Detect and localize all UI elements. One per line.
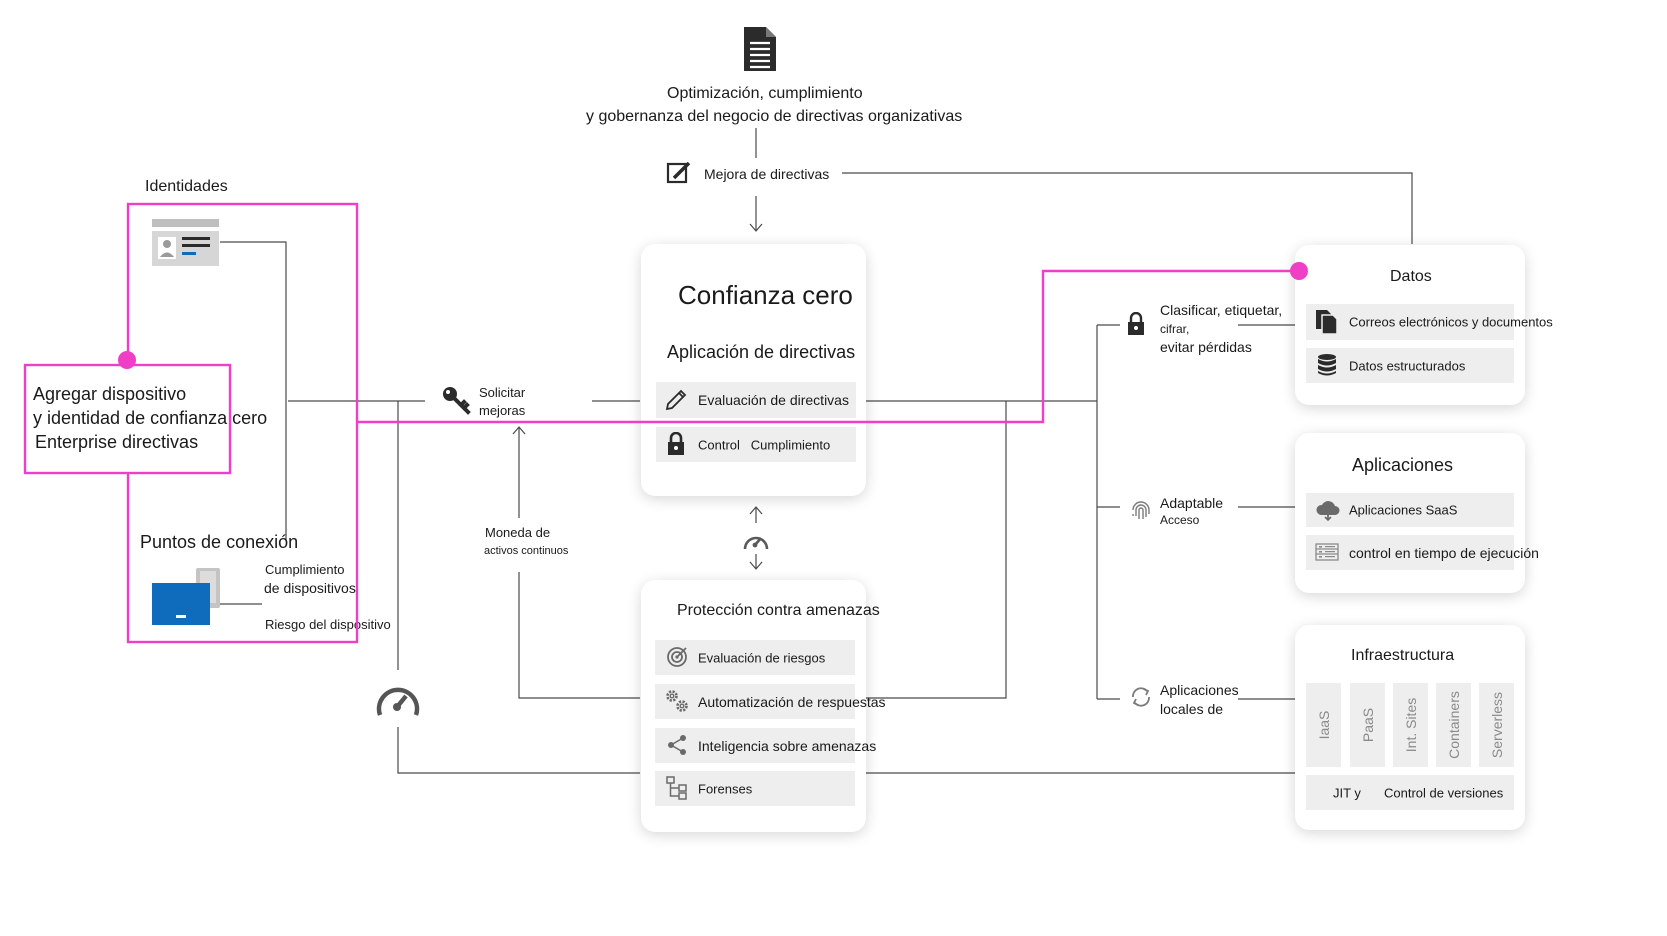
infra-footer-right: Control de versiones [1384,785,1504,800]
onprem-line-1: Aplicaciones [1160,682,1239,698]
lock-icon-classify [1128,312,1144,335]
device-risk-label: Riesgo del dispositivo [265,617,391,632]
policy-evaluation-label: Evaluación de directivas [698,392,849,408]
server-icon [1315,543,1339,561]
share-icon [668,735,686,755]
infra-footer-left: JIT y [1333,785,1361,800]
endpoints-title: Puntos de conexión [140,532,299,552]
pencil-icon [665,389,687,411]
zero-trust-title: Confianza cero [678,280,853,310]
apps-title: Aplicaciones [1352,455,1454,475]
risk-assessment-label: Evaluación de riesgos [698,650,826,665]
database-icon [1318,354,1336,376]
edit-square-icon [666,161,691,184]
infra-col-int-sites: Int. Sites [1393,683,1428,767]
callout-line-1: Agregar dispositivo [33,384,187,404]
hierarchy-icon [666,776,687,800]
fingerprint-icon [1132,501,1150,519]
onprem-line-2: locales de [1160,701,1224,717]
apps-card: Aplicaciones Aplicaciones SaaS [1295,433,1539,593]
infrastructure-card: Infraestructura IaaS PaaS Int. Sites Con… [1295,625,1525,830]
policy-enforcement-subtitle: Aplicación de directivas [667,342,856,362]
gears-icon [666,690,688,712]
request-line-2: mejoras [479,403,526,418]
gauge-icon-small [743,536,769,550]
runtime-control-row: control en tiempo de ejecución [1306,535,1539,570]
compliance-control-row: Control Cumplimiento [656,427,856,462]
classify-line-1: Clasificar, etiquetar, [1160,302,1283,318]
document-icon [744,27,776,71]
key-icon [443,387,471,415]
threat-intelligence-label: Inteligencia sobre amenazas [698,737,877,754]
runtime-control-label: control en tiempo de ejecución [1349,544,1539,561]
callout-line-2: y identidad de confianza cero [33,408,268,428]
infra-footer-row: JIT y Control de versiones [1306,775,1514,810]
infra-col-containers: Containers [1436,683,1471,767]
forensics-label: Forenses [698,781,753,796]
risk-assessment-row: Evaluación de riesgos [655,640,855,675]
infra-col-serverless: Serverless [1479,683,1514,767]
documents-icon [1316,310,1338,335]
saas-apps-row: Aplicaciones SaaS [1306,493,1514,527]
sync-icon [1132,687,1150,707]
classify-line-2: cifrar, [1160,322,1190,336]
target-icon [667,647,687,667]
callout-line-3: Enterprise directivas [35,432,199,452]
threat-intelligence-row: Inteligencia sobre amenazas [655,728,876,763]
devices-icon [152,568,220,625]
emails-documents-row: Correos electrónicos y documentos [1306,304,1553,340]
cloud-icon [1316,501,1340,521]
gauge-icon-large [376,687,420,716]
infrastructure-title: Infraestructura [1351,647,1455,664]
id-card-icon [152,219,219,266]
emails-documents-label: Correos electrónicos y documentos [1349,314,1553,330]
compliance-control-label: Control Cumplimiento [698,437,831,452]
header-line-2: y gobernanza del negocio de directivas o… [586,108,963,125]
device-compliance-line-1: Cumplimiento [265,562,345,577]
threat-protection-title: Protección contra amenazas [677,602,880,619]
threat-protection-card: Protección contra amenazas Evaluación de… [641,580,886,832]
identities-title: Identidades [145,178,228,195]
lock-icon [668,432,684,455]
saas-apps-label: Aplicaciones SaaS [1349,502,1458,518]
forensics-row: Forenses [655,771,855,806]
infra-col-paas: PaaS [1350,683,1385,767]
continuous-line-2: activos continuos [484,545,569,557]
structured-data-label: Datos estructurados [1349,358,1466,373]
header-line-1: Optimización, cumplimiento [667,85,863,102]
data-title: Datos [1390,268,1432,285]
data-card: Datos Correos electrónicos y documentos … [1295,245,1553,405]
structured-data-row: Datos estructurados [1306,348,1514,383]
zero-trust-card: Confianza cero Aplicación de directivas … [641,244,866,496]
response-automation-row: Automatización de respuestas [655,684,886,719]
request-line-1: Solicitar [479,385,526,400]
policy-evaluation-row: Evaluación de directivas [656,382,856,418]
response-automation-label: Automatización de respuestas [698,693,886,710]
infra-col-iaas: IaaS [1306,683,1341,767]
adaptive-line-1: Adaptable [1160,495,1224,511]
adaptive-line-2: Acceso [1160,513,1200,527]
classify-line-3: evitar pérdidas [1160,339,1252,355]
policy-improvement-label: Mejora de directivas [704,166,830,182]
device-compliance-line-2: de dispositivos [264,580,356,596]
continuous-line-1: Moneda de [485,525,551,540]
